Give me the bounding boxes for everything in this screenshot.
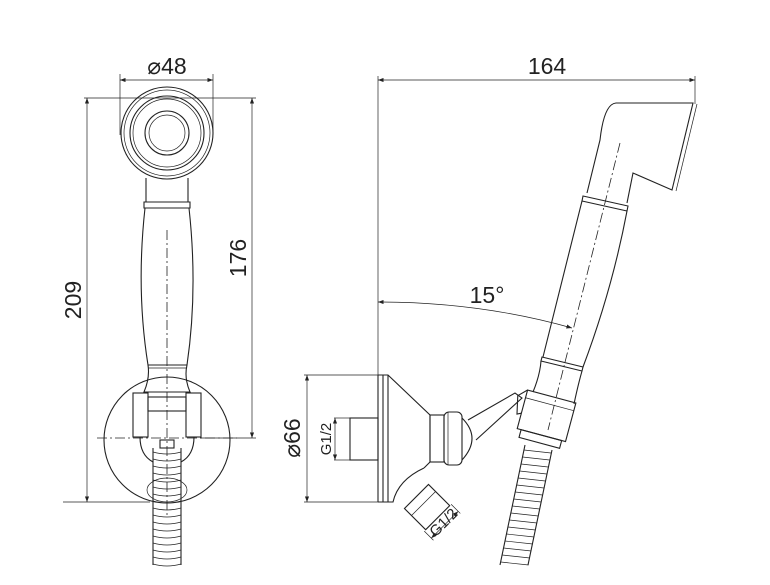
- tilt-angle-label: 15°: [470, 282, 505, 308]
- hose-rib: [152, 556, 182, 560]
- hose-rib: [503, 547, 532, 552]
- hose-rib: [513, 498, 542, 503]
- hose-rib: [152, 514, 182, 518]
- front-view: ⌀48 209 176: [60, 53, 256, 567]
- hose-rib: [504, 540, 533, 545]
- wall-connector-body: [377, 374, 523, 503]
- hose-rib: [512, 505, 540, 510]
- shower-head-front: [120, 86, 214, 180]
- hose-rib: [502, 554, 531, 559]
- hose-rib: [510, 512, 539, 517]
- projection-label: 164: [528, 53, 567, 79]
- handset-side: [532, 102, 698, 431]
- outlet-thread-label: G1/2: [426, 505, 461, 540]
- dimension-head-diameter: ⌀48: [119, 53, 214, 135]
- head-diameter-label: ⌀48: [147, 53, 186, 79]
- hose-rib: [152, 535, 182, 539]
- hose-rib: [152, 542, 182, 546]
- inlet-thread: G1/2: [318, 417, 379, 461]
- side-view: 164 15° ⌀66 G1/2: [279, 53, 698, 566]
- holder-side: [516, 389, 577, 449]
- hose-rib: [152, 549, 182, 553]
- hose-rib: [516, 484, 545, 489]
- hose-rib: [519, 470, 547, 475]
- hose-rib: [521, 463, 549, 468]
- flange-diameter-label: ⌀66: [279, 418, 305, 457]
- total-height-label: 209: [60, 281, 86, 319]
- hose-side: [499, 444, 553, 566]
- hose-rib: [500, 561, 529, 566]
- hose-rib: [152, 563, 182, 567]
- dimension-flange-diameter: ⌀66: [279, 374, 388, 503]
- dimension-tilt-angle: 15°: [377, 282, 573, 329]
- dimension-total-height: 209: [60, 97, 256, 503]
- hose-rib: [152, 521, 182, 525]
- hose-rib: [152, 479, 182, 483]
- outlet-thread: [403, 483, 461, 541]
- hose-rib: [152, 472, 182, 476]
- hose-rib: [506, 533, 535, 538]
- hose-rib: [509, 519, 538, 524]
- hose-rib: [152, 528, 182, 532]
- hose-rib: [518, 477, 546, 482]
- hose-rib: [507, 526, 536, 531]
- handset-height-label: 176: [225, 239, 251, 277]
- inlet-thread-label: G1/2: [318, 423, 335, 456]
- dimension-projection: 164: [377, 53, 696, 375]
- dimension-handset-height: 176: [200, 98, 256, 439]
- hose-rib: [523, 449, 552, 454]
- handle-front: [140, 178, 194, 393]
- hose-rib: [515, 491, 543, 496]
- hose-rib: [522, 456, 550, 461]
